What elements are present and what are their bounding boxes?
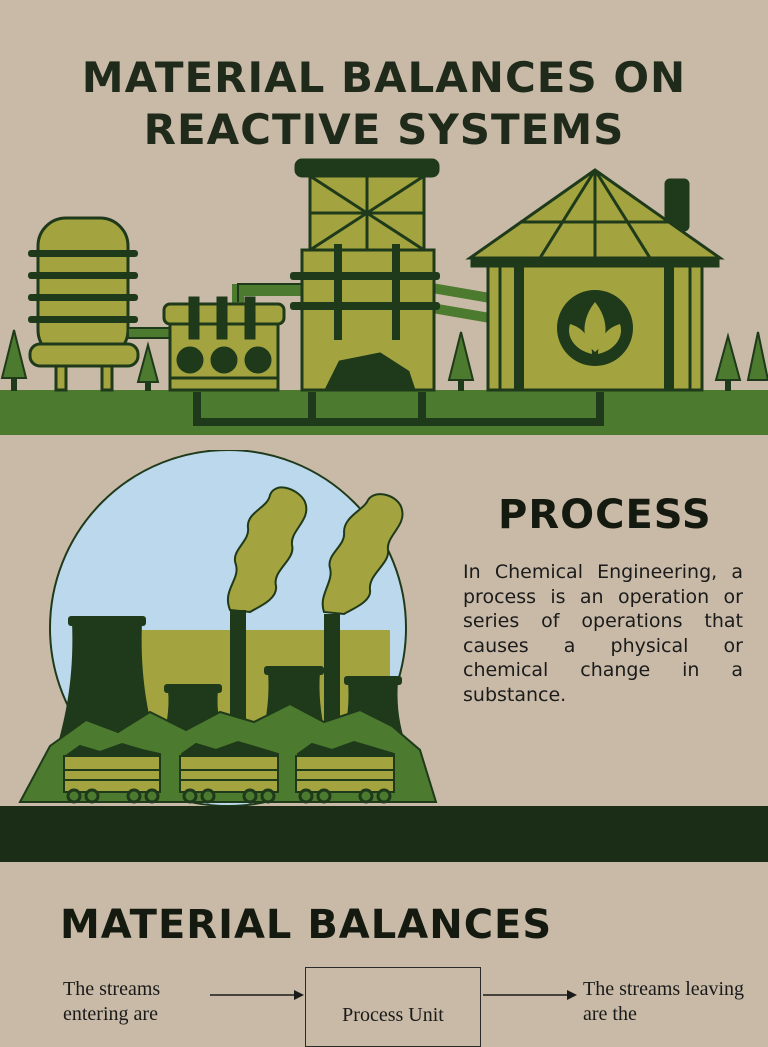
wheel-icon: [66, 788, 392, 804]
tree-icon: [0, 329, 768, 391]
title-line-1: MATERIAL BALANCES ON: [81, 53, 687, 102]
process-description: In Chemical Engineering, a process is an…: [463, 561, 743, 706]
rail-cart: [63, 740, 395, 793]
streams-out-text: The streams leaving are the: [583, 978, 745, 1025]
power-plant-illustration: [18, 450, 438, 807]
central-tower: [290, 158, 440, 392]
title-line-2: REACTIVE SYSTEMS: [143, 105, 625, 154]
smoke-icon: [227, 486, 404, 616]
material-balances-heading: MATERIAL BALANCES: [60, 902, 553, 948]
page-title: MATERIAL BALANCES ON REACTIVE SYSTEMS: [0, 52, 768, 156]
process-heading: PROCESS: [498, 492, 712, 538]
arrow-right-icon: [210, 990, 304, 1000]
process-unit-label: Process Unit: [342, 1004, 444, 1026]
streams-in-text: The streams entering are: [63, 978, 161, 1025]
generator: [162, 296, 286, 392]
storage-tank: [28, 216, 140, 392]
leaf-icon: [557, 290, 633, 366]
factory-illustration: [0, 158, 768, 435]
section-divider: [0, 806, 768, 862]
arrow-right-icon: [483, 990, 577, 1000]
